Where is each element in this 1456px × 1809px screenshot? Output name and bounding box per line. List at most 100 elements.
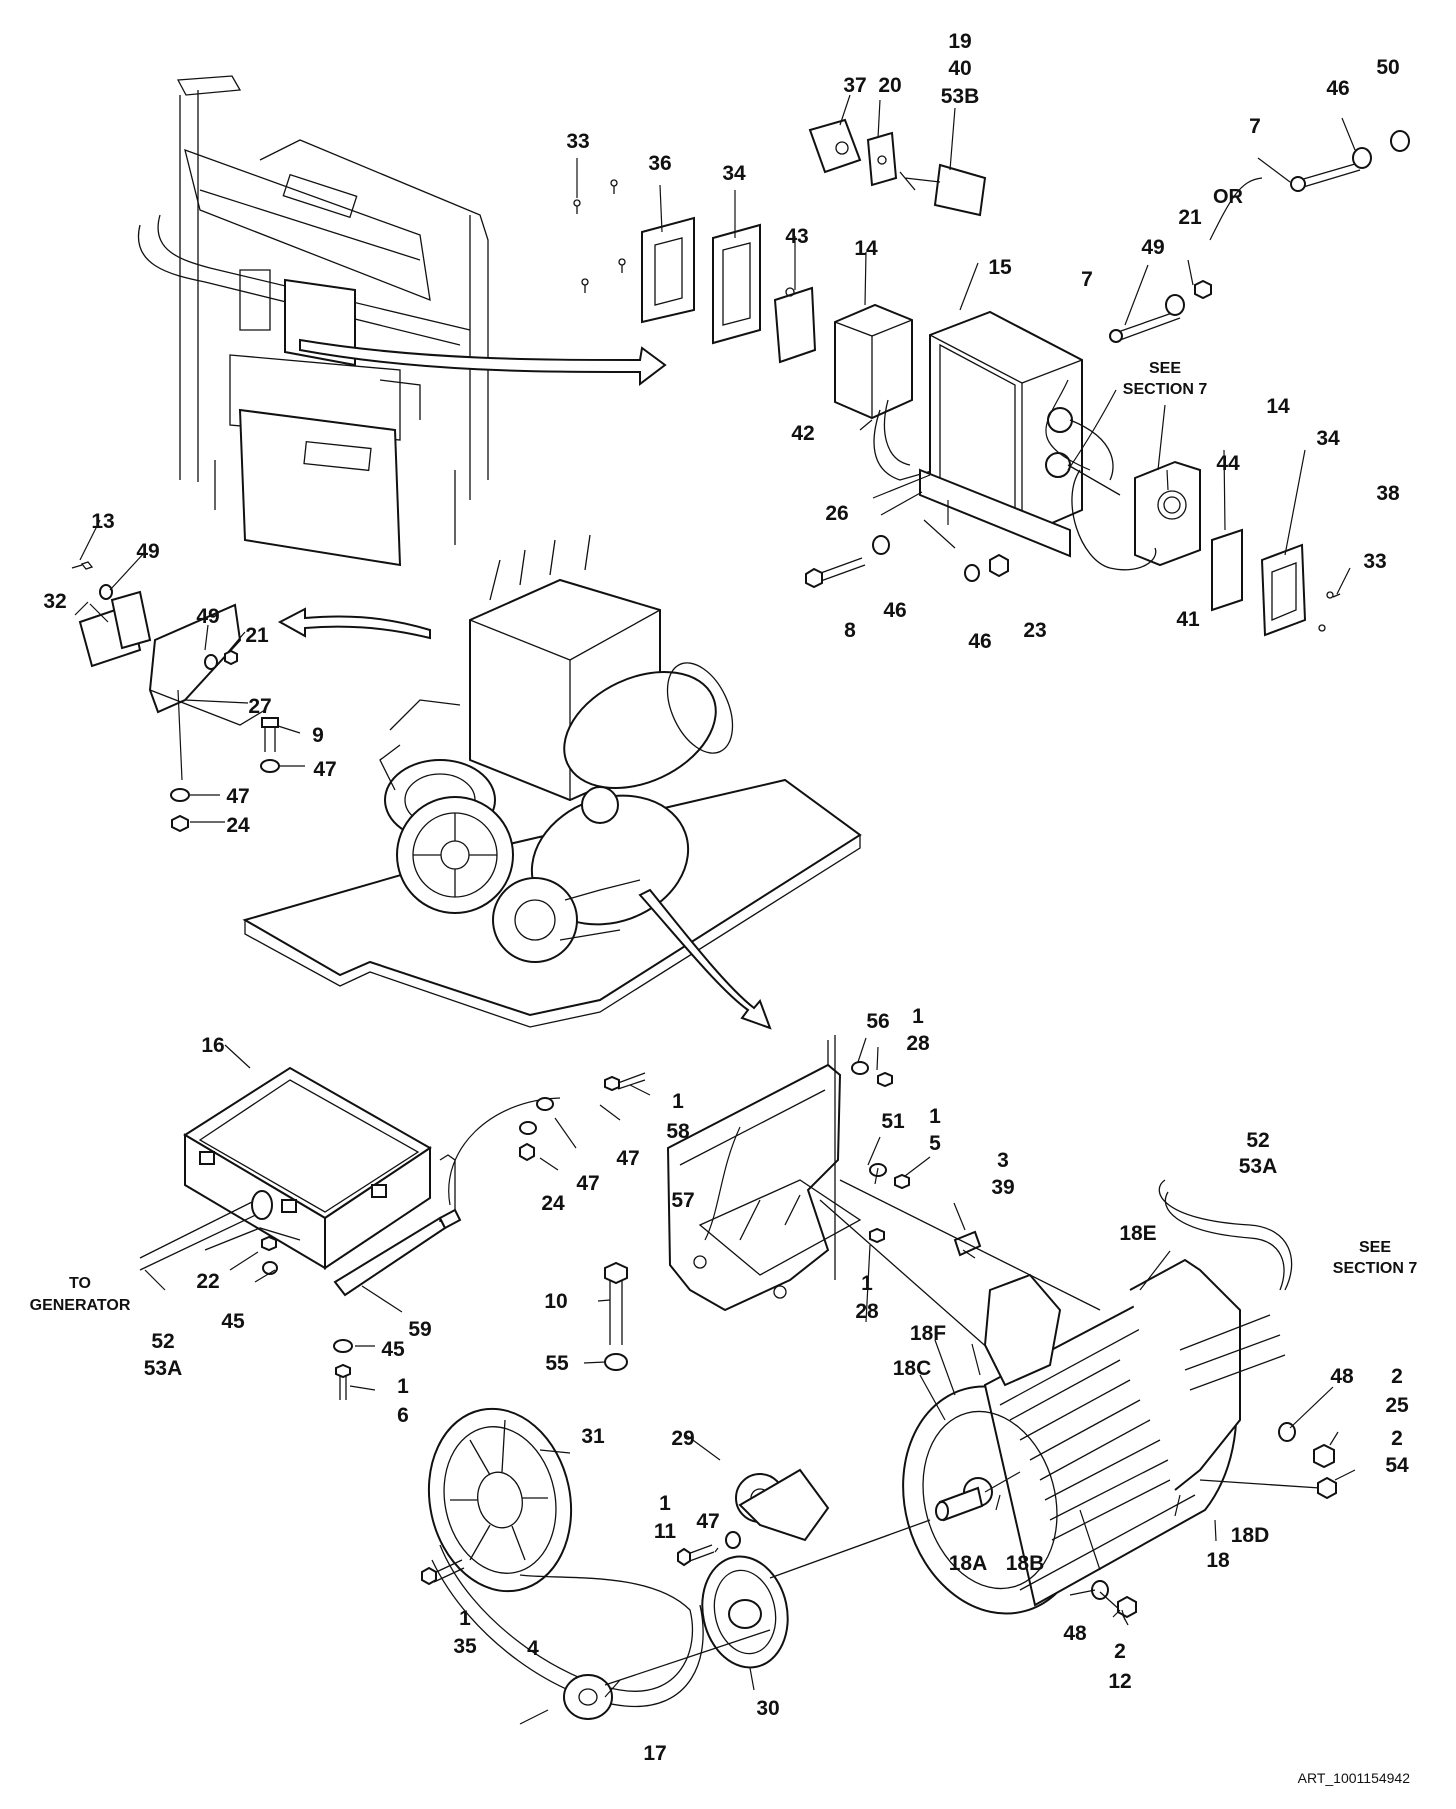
callout-18F: 18F xyxy=(910,1322,946,1345)
callout-18A: 18A xyxy=(949,1552,988,1575)
callout-40: 40 xyxy=(948,57,971,80)
callout-2b: 2 xyxy=(1391,1427,1403,1450)
callout-1b: 1 xyxy=(912,1005,924,1028)
callout-36: 36 xyxy=(648,152,671,175)
to-generator-note-2: GENERATOR xyxy=(30,1297,131,1314)
callout-18B: 18B xyxy=(1006,1552,1045,1575)
callout-14: 14 xyxy=(854,237,878,260)
arrow-to-control-box xyxy=(299,338,667,387)
callout-47c: 47 xyxy=(616,1147,639,1170)
callout-18: 18 xyxy=(1206,1549,1230,1572)
callout-30: 30 xyxy=(756,1697,779,1720)
callout-28: 28 xyxy=(906,1032,930,1055)
callout-56: 56 xyxy=(866,1010,889,1033)
callout-47d: 47 xyxy=(576,1172,599,1195)
callout-1: 1 xyxy=(672,1090,684,1113)
or-note: OR xyxy=(1213,186,1244,208)
callout-41: 41 xyxy=(1176,608,1200,631)
callout-38: 38 xyxy=(1376,482,1400,505)
callout-14b: 14 xyxy=(1266,395,1290,418)
callout-9: 9 xyxy=(312,724,324,747)
callout-1c: 1 xyxy=(929,1105,941,1128)
callout-29: 29 xyxy=(671,1427,694,1450)
callout-34: 34 xyxy=(722,162,746,185)
callout-49c: 49 xyxy=(196,605,219,628)
callout-11: 11 xyxy=(654,1520,677,1543)
callout-39: 39 xyxy=(991,1176,1014,1199)
callout-53A-b: 53A xyxy=(144,1357,183,1380)
callout-26: 26 xyxy=(825,502,848,525)
machine-frame-view xyxy=(137,75,489,567)
callout-49: 49 xyxy=(1141,236,1164,259)
see-section-note-b: SEE xyxy=(1359,1239,1391,1256)
callout-18C: 18C xyxy=(893,1357,932,1380)
callout-6: 6 xyxy=(397,1404,409,1427)
callout-48b: 48 xyxy=(1063,1622,1087,1645)
callout-labels: 33 36 34 37 20 19 40 53B 46 50 7 OR 43 1… xyxy=(30,30,1418,1765)
callout-5: 5 xyxy=(929,1132,941,1155)
arrow-to-generator xyxy=(638,888,772,1030)
callout-57: 57 xyxy=(671,1189,694,1212)
callout-19: 19 xyxy=(948,30,971,53)
callout-1e: 1 xyxy=(397,1375,409,1398)
generator-assembly xyxy=(421,1035,1356,1725)
callout-53B: 53B xyxy=(941,85,980,108)
callout-8: 8 xyxy=(844,619,856,642)
callout-44: 44 xyxy=(1216,452,1240,475)
callout-48: 48 xyxy=(1330,1365,1354,1388)
callout-17: 17 xyxy=(643,1742,666,1765)
callout-53A: 53A xyxy=(1239,1155,1278,1178)
callout-51: 51 xyxy=(881,1110,905,1133)
callout-10: 10 xyxy=(544,1290,567,1313)
callout-4: 4 xyxy=(527,1637,539,1660)
callout-46b: 46 xyxy=(883,599,906,622)
callout-37: 37 xyxy=(843,74,866,97)
callout-34b: 34 xyxy=(1316,427,1340,450)
to-generator-note: TO xyxy=(69,1275,91,1292)
callout-31: 31 xyxy=(581,1425,605,1448)
callout-59: 59 xyxy=(408,1318,431,1341)
callout-21b: 21 xyxy=(245,624,269,647)
callout-22: 22 xyxy=(196,1270,219,1293)
callout-33: 33 xyxy=(566,130,589,153)
callout-18D: 18D xyxy=(1231,1524,1270,1547)
callout-47: 47 xyxy=(313,758,336,781)
callout-7: 7 xyxy=(1249,115,1261,138)
callout-42: 42 xyxy=(791,422,814,445)
callout-43: 43 xyxy=(785,225,808,248)
callout-55: 55 xyxy=(545,1352,569,1375)
callout-3: 3 xyxy=(997,1149,1009,1172)
callout-52: 52 xyxy=(1246,1129,1269,1152)
see-section-note-b2: SECTION 7 xyxy=(1333,1260,1418,1277)
callout-18E: 18E xyxy=(1119,1222,1156,1245)
callout-23: 23 xyxy=(1023,619,1046,642)
callout-35: 35 xyxy=(453,1635,477,1658)
callout-16: 16 xyxy=(201,1034,224,1057)
callout-1g: 1 xyxy=(459,1607,471,1630)
callout-47b: 47 xyxy=(226,785,249,808)
see-section-note-2: SECTION 7 xyxy=(1123,381,1208,398)
battery-bracket-assembly xyxy=(71,519,305,833)
callout-2: 2 xyxy=(1391,1365,1403,1388)
junction-box-assembly xyxy=(139,1044,651,1400)
callout-33b: 33 xyxy=(1363,550,1386,573)
callout-13: 13 xyxy=(91,510,114,533)
callout-58: 58 xyxy=(666,1120,690,1143)
callout-50: 50 xyxy=(1376,56,1399,79)
callout-12: 12 xyxy=(1108,1670,1131,1693)
callout-24b: 24 xyxy=(541,1192,565,1215)
callout-2c: 2 xyxy=(1114,1640,1126,1663)
callout-21: 21 xyxy=(1178,206,1202,229)
callout-15: 15 xyxy=(988,256,1012,279)
callout-49b: 49 xyxy=(136,540,159,563)
callout-32: 32 xyxy=(43,590,66,613)
see-section-note: SEE xyxy=(1149,360,1181,377)
callout-7b: 7 xyxy=(1081,268,1093,291)
callout-27: 27 xyxy=(248,695,271,718)
callout-24: 24 xyxy=(226,814,250,837)
art-id: ART_1001154942 xyxy=(1298,1770,1411,1786)
callout-47e: 47 xyxy=(696,1510,719,1533)
callout-45b: 45 xyxy=(381,1338,405,1361)
arrow-to-bracket xyxy=(277,607,431,640)
